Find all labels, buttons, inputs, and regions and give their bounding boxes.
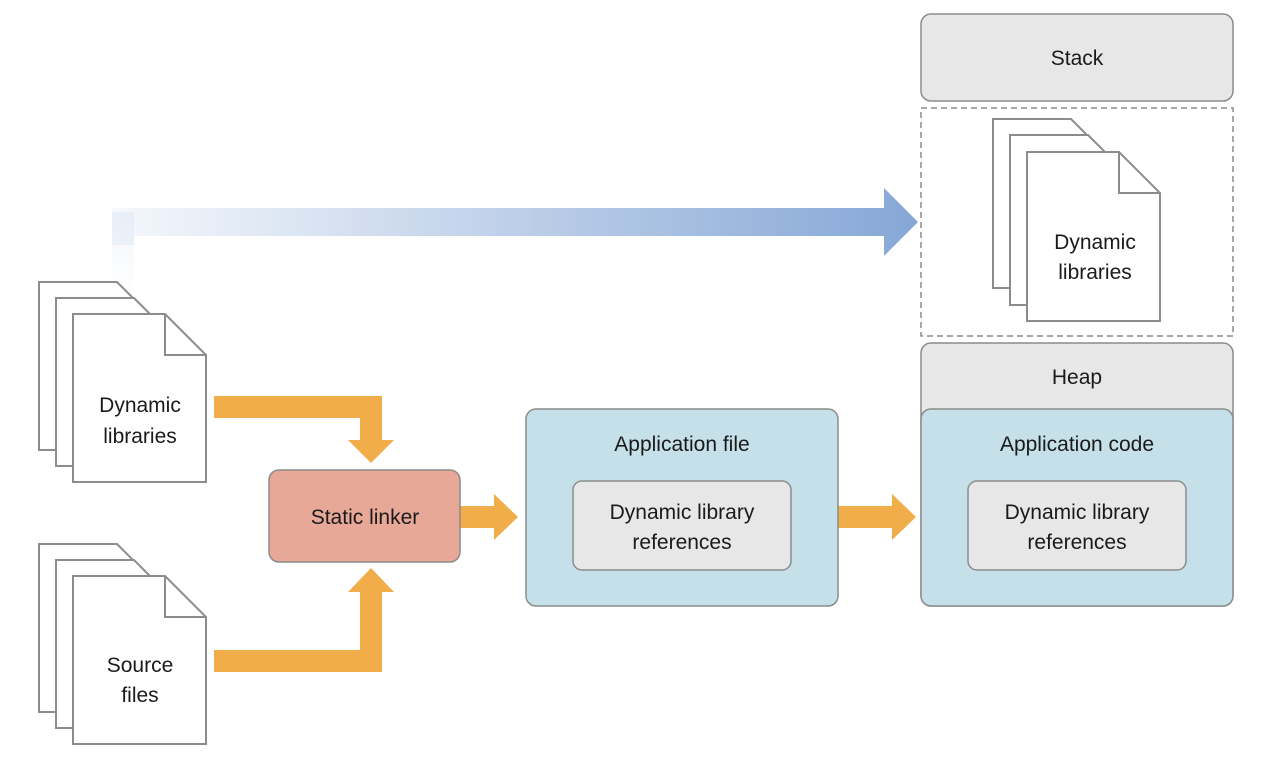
dylib-to-linker-arrow	[214, 396, 394, 463]
heap-label: Heap	[1052, 366, 1102, 389]
memory-dylib-line2: libraries	[1058, 261, 1132, 284]
app-file-refs-line1: Dynamic library	[610, 501, 755, 524]
app-code-refs-box	[967, 480, 1187, 571]
application-code-box: Application code Dynamic library referen…	[920, 408, 1234, 607]
app-file-refs-line2: references	[632, 531, 731, 554]
stack-label: Stack	[1051, 47, 1104, 70]
source-to-linker-arrow	[214, 568, 394, 672]
dylib-label-line2: libraries	[103, 425, 177, 448]
linker-to-app-file-arrow	[460, 494, 518, 540]
app-file-refs-box	[572, 480, 792, 571]
input-source-files: Source files	[38, 543, 207, 745]
application-file-title: Application file	[614, 433, 749, 456]
input-dynamic-libraries: Dynamic libraries	[38, 281, 207, 483]
app-code-refs-line1: Dynamic library	[1005, 501, 1150, 524]
memory-dylib-region: Dynamic libraries	[920, 107, 1234, 337]
source-label-line1: Source	[107, 654, 174, 677]
document-stack-icon	[992, 118, 1161, 322]
source-label-line2: files	[121, 684, 158, 707]
application-code-title: Application code	[1000, 433, 1154, 456]
application-file-box: Application file Dynamic library referen…	[525, 408, 839, 607]
static-linker-label: Static linker	[311, 506, 420, 529]
app-code-refs-line2: references	[1027, 531, 1126, 554]
memory-stack-box: Stack	[920, 13, 1234, 102]
memory-dylib-line1: Dynamic	[1054, 231, 1136, 254]
app-file-to-memory-arrow	[838, 494, 916, 540]
document-stack-icon	[38, 281, 207, 483]
runtime-load-arrow	[112, 188, 918, 302]
static-linker-box: Static linker	[268, 469, 461, 563]
document-stack-icon	[38, 543, 207, 745]
dylib-label-line1: Dynamic	[99, 394, 181, 417]
